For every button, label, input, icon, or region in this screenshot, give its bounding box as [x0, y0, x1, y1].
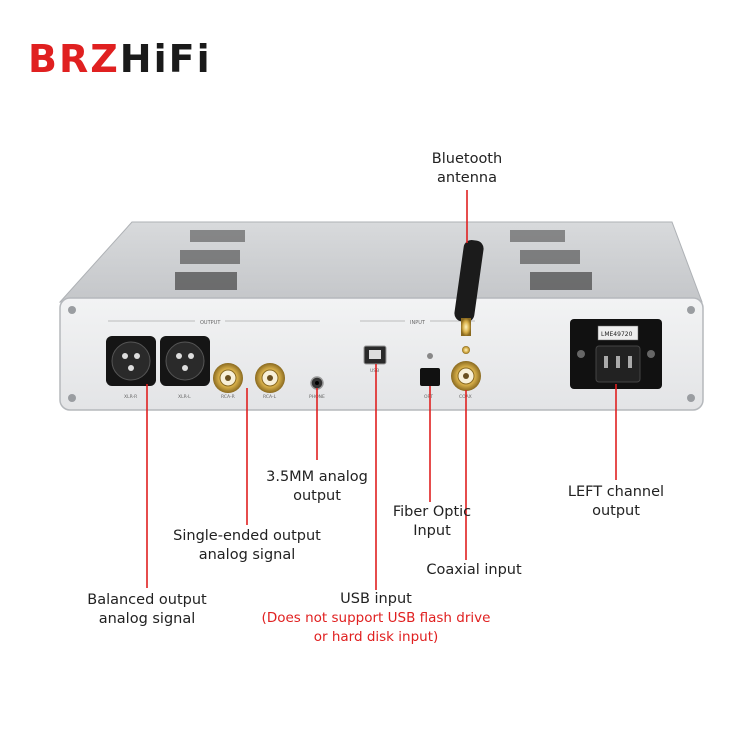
usb-port [363, 345, 387, 365]
callout-balanced-output: Balanced output analog signal [72, 591, 222, 629]
xlr-left-connector [160, 336, 210, 386]
callout-single-line2: analog signal [198, 547, 296, 563]
jack-label-rca-l: RCA-L [263, 394, 277, 400]
callout-leader-lines [146, 190, 617, 590]
rca-right-connector [213, 363, 243, 393]
callout-fiber-line1: Fiber Optic [392, 504, 472, 520]
coaxial-connector [451, 346, 481, 391]
callout-phone-line1: 3.5MM analog [266, 469, 368, 485]
fuse-label: LME49720 [601, 331, 633, 338]
callout-coaxial-line1: Coaxial input [426, 562, 522, 578]
device-top-cover [58, 221, 703, 303]
panel-label-input: INPUT [410, 320, 426, 326]
jack-label-usb: USB [370, 368, 379, 374]
callout-power-line2: output [592, 503, 640, 519]
callout-bluetooth-antenna: Bluetooth antenna [415, 150, 519, 188]
callout-phone-line2: output [293, 488, 341, 504]
callout-usb-note2: or hard disk input) [313, 629, 439, 645]
callout-power-line1: LEFT channel [567, 484, 665, 500]
device-vents [175, 230, 592, 290]
callout-fiber-line2: Input [413, 523, 451, 539]
callout-power-output: LEFT channel output [548, 483, 684, 521]
callout-bluetooth-line1: Bluetooth [431, 151, 503, 167]
xlr-right-connector [106, 336, 156, 386]
jack-label-xlr-l: XLR-L [178, 394, 191, 400]
optical-port [420, 353, 440, 386]
bluetooth-antenna [454, 240, 484, 336]
callout-usb-input: USB input (Does not support USB flash dr… [244, 590, 508, 647]
callout-single-ended: Single-ended output analog signal [158, 527, 336, 565]
brand-logo-part1: BRZ [28, 37, 120, 81]
phone-jack [310, 376, 324, 390]
brand-logo: BRZHiFi [28, 40, 212, 78]
panel-label-output: OUTPUT [200, 320, 221, 326]
rca-left-connector [255, 363, 285, 393]
callout-phone-output: 3.5MM analog output [252, 468, 382, 506]
callout-coaxial-input: Coaxial input [418, 561, 530, 580]
callout-balanced-line2: analog signal [98, 611, 196, 627]
brand-logo-part2: HiFi [119, 37, 212, 81]
callout-single-line1: Single-ended output [173, 528, 321, 544]
jack-label-opt: OPT [424, 394, 433, 400]
jack-label-rca-r: RCA-R [221, 394, 235, 400]
panel-screws [68, 306, 695, 402]
power-inlet: LME49720 [570, 319, 662, 389]
callout-balanced-line1: Balanced output [87, 592, 207, 608]
callout-usb-line1: USB input [340, 591, 412, 607]
jack-label-xlr-r: XLR-R [124, 394, 137, 400]
callout-fiber-optic: Fiber Optic Input [380, 503, 484, 541]
callout-bluetooth-line2: antenna [437, 170, 497, 186]
callout-usb-note1: (Does not support USB flash drive [261, 610, 491, 626]
